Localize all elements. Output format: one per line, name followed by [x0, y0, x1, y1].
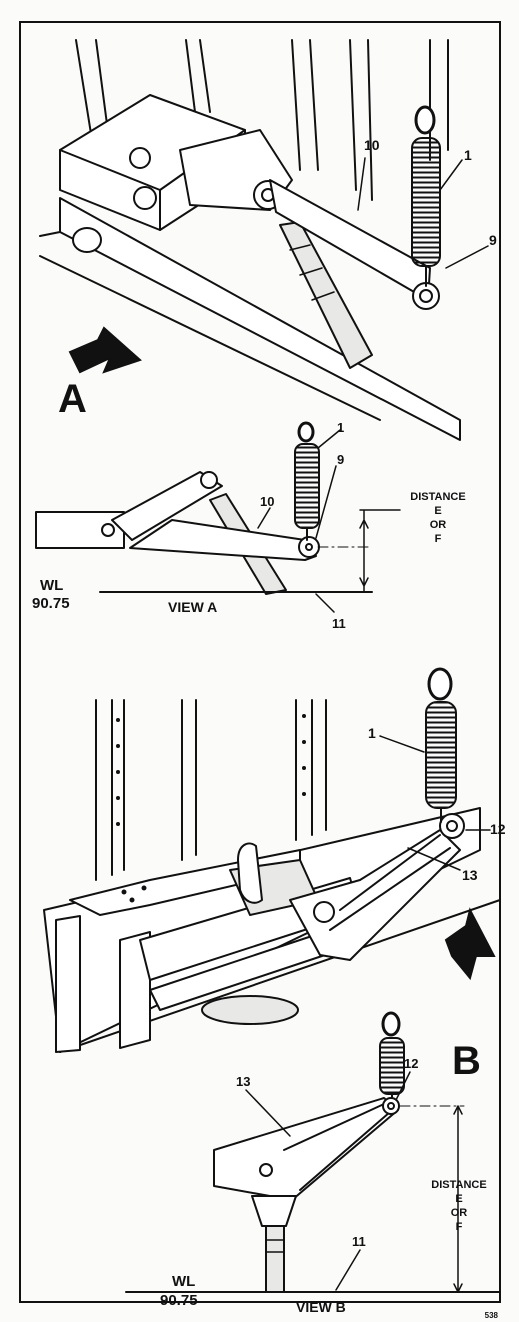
view-a-caption: VIEW A: [168, 599, 217, 615]
floor-opening-b: [201, 995, 299, 1025]
page-number: 538: [485, 1311, 499, 1320]
wl-label-b-line1: WL: [172, 1273, 195, 1290]
frame-rails-a: [75, 39, 449, 201]
callout-13-detail-b: 13: [462, 867, 478, 883]
distance-label-b-line4: F: [456, 1221, 463, 1233]
wl-label-a-line2: 90.75: [32, 595, 70, 612]
bolt-12-center-b: [446, 820, 458, 832]
callout-12-detail-b: 12: [490, 821, 506, 837]
distance-label-b-line2: E: [455, 1193, 462, 1205]
callout-11-view-a: 11: [332, 616, 346, 631]
view-a-illustration: [35, 421, 401, 613]
view-b-illustration: [125, 1011, 501, 1293]
bracket-bolt-a: [133, 186, 157, 210]
spring-1-b: [425, 701, 457, 809]
callout-9-detail-a: 9: [489, 232, 497, 248]
spring-eye-b: [427, 667, 453, 701]
leaders-a: [357, 157, 489, 269]
callout-10-detail-a: 10: [364, 137, 380, 153]
callout-10-view-a: 10: [260, 494, 274, 509]
distance-dim-b: [453, 1105, 463, 1293]
view-b-actuator-rings: [265, 1239, 285, 1253]
actuator-cap-b: [237, 842, 263, 904]
distance-label-a-line2: E: [434, 505, 441, 517]
distance-label-b-line3: OR: [451, 1207, 468, 1219]
left-stub-a: [35, 511, 125, 549]
view-b-actuator: [265, 1225, 285, 1293]
leaders-view-b: [245, 1071, 411, 1291]
stub-hole-a: [101, 523, 115, 537]
callout-13-view-b: 13: [236, 1074, 250, 1089]
distance-label-a-line3: OR: [430, 519, 447, 531]
floor-beam-a: [59, 197, 461, 441]
callout-1-detail-a: 1: [464, 147, 472, 163]
callout-12-view-b: 12: [404, 1056, 418, 1071]
callout-9-view-a: 9: [337, 452, 344, 467]
wl-label-a-line1: WL: [40, 577, 63, 594]
view-a-rod-10: [129, 519, 317, 561]
beam-edge-a: [39, 231, 381, 421]
view-b-arm-hole: [259, 1163, 273, 1177]
view-b-caption: VIEW B: [296, 1299, 346, 1315]
callout-11-view-b: 11: [352, 1234, 366, 1249]
spring-eye-a: [414, 105, 436, 135]
leaders-view-a: [257, 429, 341, 613]
rail-holes-b: [116, 714, 306, 826]
view-b-arm-edges: [283, 1103, 391, 1191]
distance-label-a-line1: DISTANCE: [410, 491, 465, 503]
view-b-bolt-12-center: [387, 1102, 395, 1110]
view-b-spring-eye: [381, 1011, 401, 1037]
leaders-b: [379, 735, 491, 871]
page-border: [19, 21, 501, 1303]
frame-rails-b: [95, 699, 327, 881]
detail-marker-b: B: [452, 1039, 481, 1083]
view-a-bolt-9-center: [305, 543, 313, 551]
channel-left-b: [55, 915, 81, 1053]
callout-1-detail-b: 1: [368, 725, 376, 741]
bracket-pivot-a: [129, 147, 151, 169]
spring-1-a: [411, 137, 441, 267]
plate-holes-b: [121, 885, 147, 903]
view-a-link: [111, 471, 223, 541]
channel-mid-b: [119, 931, 151, 1049]
detail-b-illustration: [43, 667, 501, 1053]
bolt-9-center-a: [419, 289, 433, 303]
view-b-arm-13: [213, 1097, 399, 1201]
view-arrow-b: [444, 907, 496, 981]
view-b-spring: [379, 1037, 405, 1095]
actuator-rings-a: [289, 244, 335, 301]
arm-13-edges-b: [329, 834, 451, 931]
detail-marker-a: A: [58, 377, 87, 421]
view-b-lower-link: [251, 1195, 297, 1227]
beam-hole-a: [72, 227, 102, 253]
distance-dim-a: [359, 509, 401, 593]
view-arrow-a: [68, 326, 142, 374]
distance-label-b-line1: DISTANCE: [431, 1179, 486, 1191]
wl-label-b-line2: 90.75: [160, 1292, 198, 1309]
view-a-spring-1: [294, 443, 320, 529]
distance-label-a-line4: F: [435, 533, 442, 545]
arm-pivot-bolt-b: [313, 901, 335, 923]
view-a-spring-eye: [297, 421, 315, 443]
detail-a-illustration: [39, 39, 489, 441]
callout-1-view-a: 1: [337, 420, 344, 435]
view-a-link-pivot: [200, 471, 218, 489]
